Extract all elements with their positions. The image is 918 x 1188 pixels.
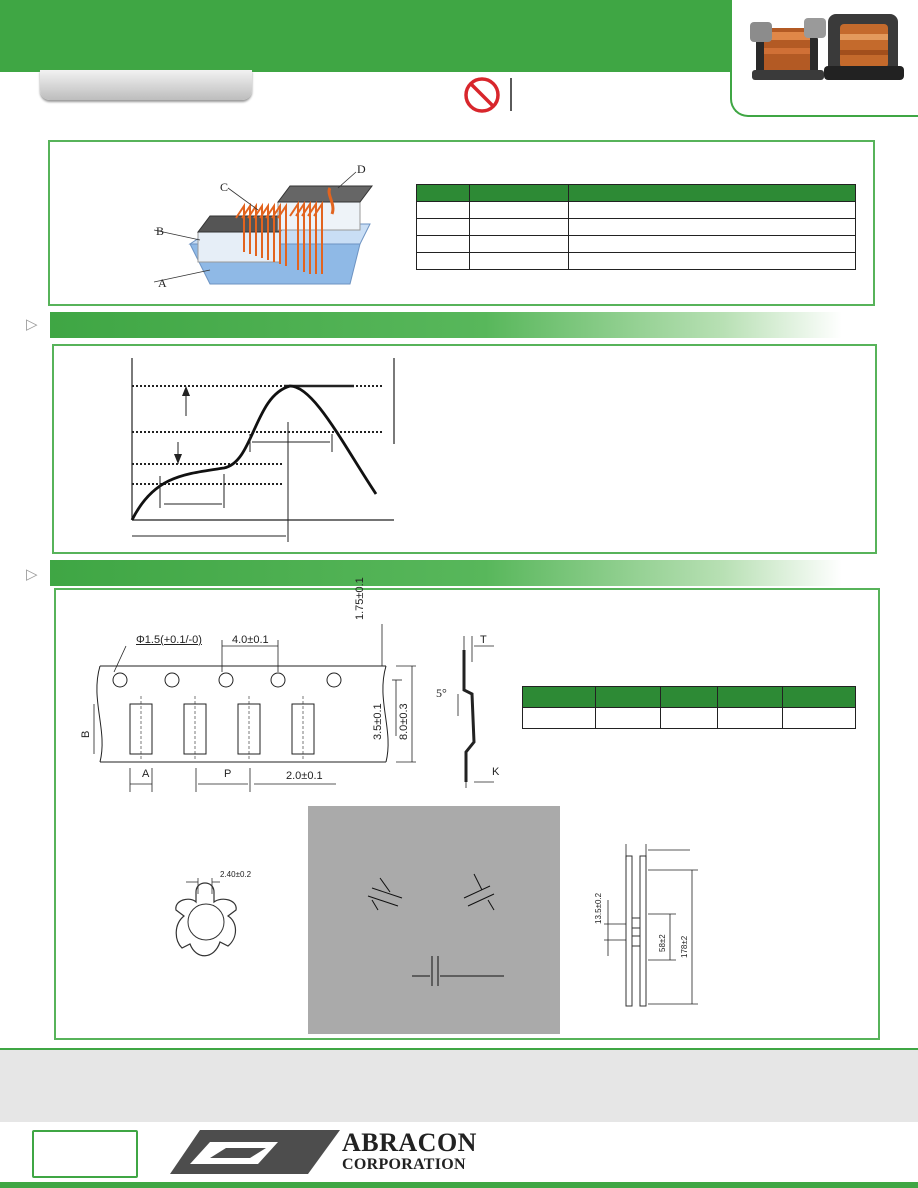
header-line [0, 70, 736, 72]
dim-p-label: P [224, 768, 232, 780]
tape-side-view [457, 636, 494, 788]
edge-distance-dim: 1.75±0.1 [354, 577, 366, 620]
inductor-structure-diagram [153, 171, 373, 285]
tape-dimension-table [522, 686, 856, 729]
reflow-section [52, 344, 877, 554]
label-c: C [220, 180, 229, 194]
table-row [522, 707, 856, 729]
reel-front-view [308, 806, 560, 1034]
page-number-box [32, 1130, 138, 1178]
no-lead-icon [464, 77, 512, 113]
footer-band [0, 1048, 918, 1122]
reel-hub-drawing [175, 878, 237, 957]
label-d: D [357, 162, 366, 176]
reflow-profile-graph [130, 358, 395, 542]
table-row [416, 218, 856, 236]
product-photo-box [730, 0, 918, 117]
label-a: A [158, 276, 167, 290]
packaging-section: Φ1.5(+0.1/-0) 4.0±0.1 1.75±0.1 3.5±0.1 8… [54, 577, 880, 1040]
materials-table [416, 184, 856, 270]
dim-t-label: T [480, 634, 487, 646]
company-name-line2: CORPORATION [342, 1156, 466, 1173]
angle-label: 5° [436, 686, 447, 700]
tape-width-dim: 8.0±0.3 [398, 703, 410, 740]
reel-slot-marks [367, 873, 504, 986]
abracon-logo [170, 1130, 340, 1174]
dim-a-label: A [142, 768, 150, 780]
hole-pitch-dim: 4.0±0.1 [232, 634, 269, 646]
title-pill [40, 70, 252, 100]
table-row [416, 235, 856, 253]
product-photo [750, 14, 904, 80]
dim-b-label: B [80, 730, 92, 738]
reel-width-dim: 13.5±0.2 [594, 892, 603, 924]
reel-side-view [604, 844, 698, 1007]
section-banner-packaging [50, 560, 842, 586]
table-row [416, 201, 856, 219]
section-banner-reflow [50, 312, 842, 338]
label-b: B [156, 224, 165, 238]
hub-diameter-dim: 58±2 [658, 934, 667, 952]
dim-k-label: K [492, 766, 500, 778]
row-offset-dim: 3.5±0.1 [372, 703, 384, 740]
sprocket-hole-dim: Φ1.5(+0.1/-0) [136, 634, 202, 646]
structure-section: B A C D [48, 140, 875, 306]
hole-to-pocket-dim: 2.0±0.1 [286, 770, 323, 782]
hub-hole-dim: 2.40±0.2 [220, 870, 252, 879]
section-arrow-icon: ▷ [26, 316, 38, 333]
reel-diameter-dim: 178±2 [680, 935, 689, 958]
section-arrow-icon: ▷ [26, 566, 38, 583]
table-row [416, 252, 856, 270]
header-bar [0, 0, 736, 70]
carrier-tape-drawing [93, 624, 416, 792]
footer-line [0, 1182, 918, 1188]
company-name-line1: ABRACON [342, 1128, 477, 1157]
